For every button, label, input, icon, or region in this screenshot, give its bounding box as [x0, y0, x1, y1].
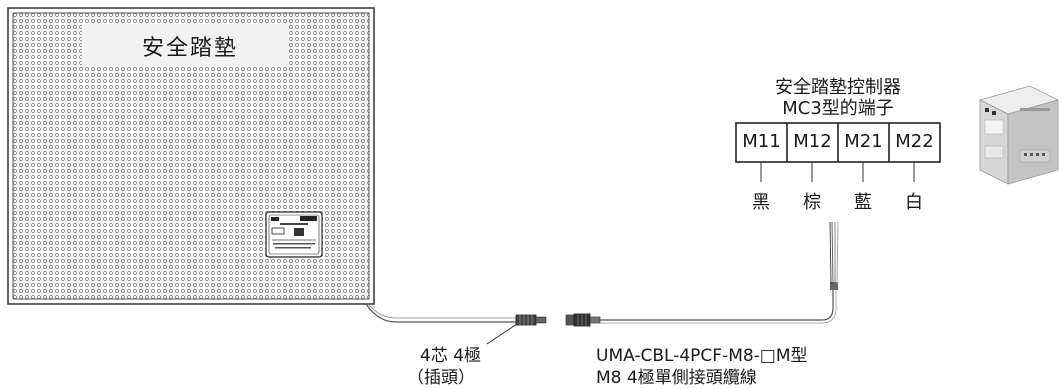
- wire-color-blue: 藍: [854, 192, 872, 213]
- controller-title-line1: 安全踏墊控制器: [775, 77, 901, 98]
- controller-cable: [600, 288, 834, 321]
- cable-caption-line2: M8 4極單側接頭纜線: [596, 368, 757, 388]
- mat-label-plate: [265, 211, 323, 258]
- terminal-m22: M22: [895, 131, 934, 152]
- terminal-m11: M11: [742, 131, 781, 152]
- safety-mat: [7, 7, 375, 305]
- terminal-m12: M12: [793, 131, 832, 152]
- mat-title-band: [82, 24, 288, 66]
- mat-cable: [365, 303, 516, 323]
- mat-connector: [515, 314, 547, 326]
- cable-connector: [565, 313, 601, 327]
- controller-title-line2: MC3型的端子: [782, 98, 894, 119]
- connector-caption-line2: （插頭）: [407, 368, 475, 388]
- controller-device-image: [978, 85, 1060, 185]
- wire-color-white: 白: [905, 192, 923, 213]
- mat-title: 安全踏墊: [142, 36, 239, 61]
- wire-color-black: 黑: [752, 192, 770, 213]
- terminal-m21: M21: [844, 131, 883, 152]
- cable-caption-line1: UMA-CBL-4PCF-M8-□M型: [596, 346, 808, 366]
- wire-fanout: [829, 221, 839, 290]
- connector-caption-line1: 4芯 4極: [420, 346, 482, 366]
- connector-pointer-line: [486, 323, 518, 345]
- wire-color-brown: 棕: [803, 192, 821, 213]
